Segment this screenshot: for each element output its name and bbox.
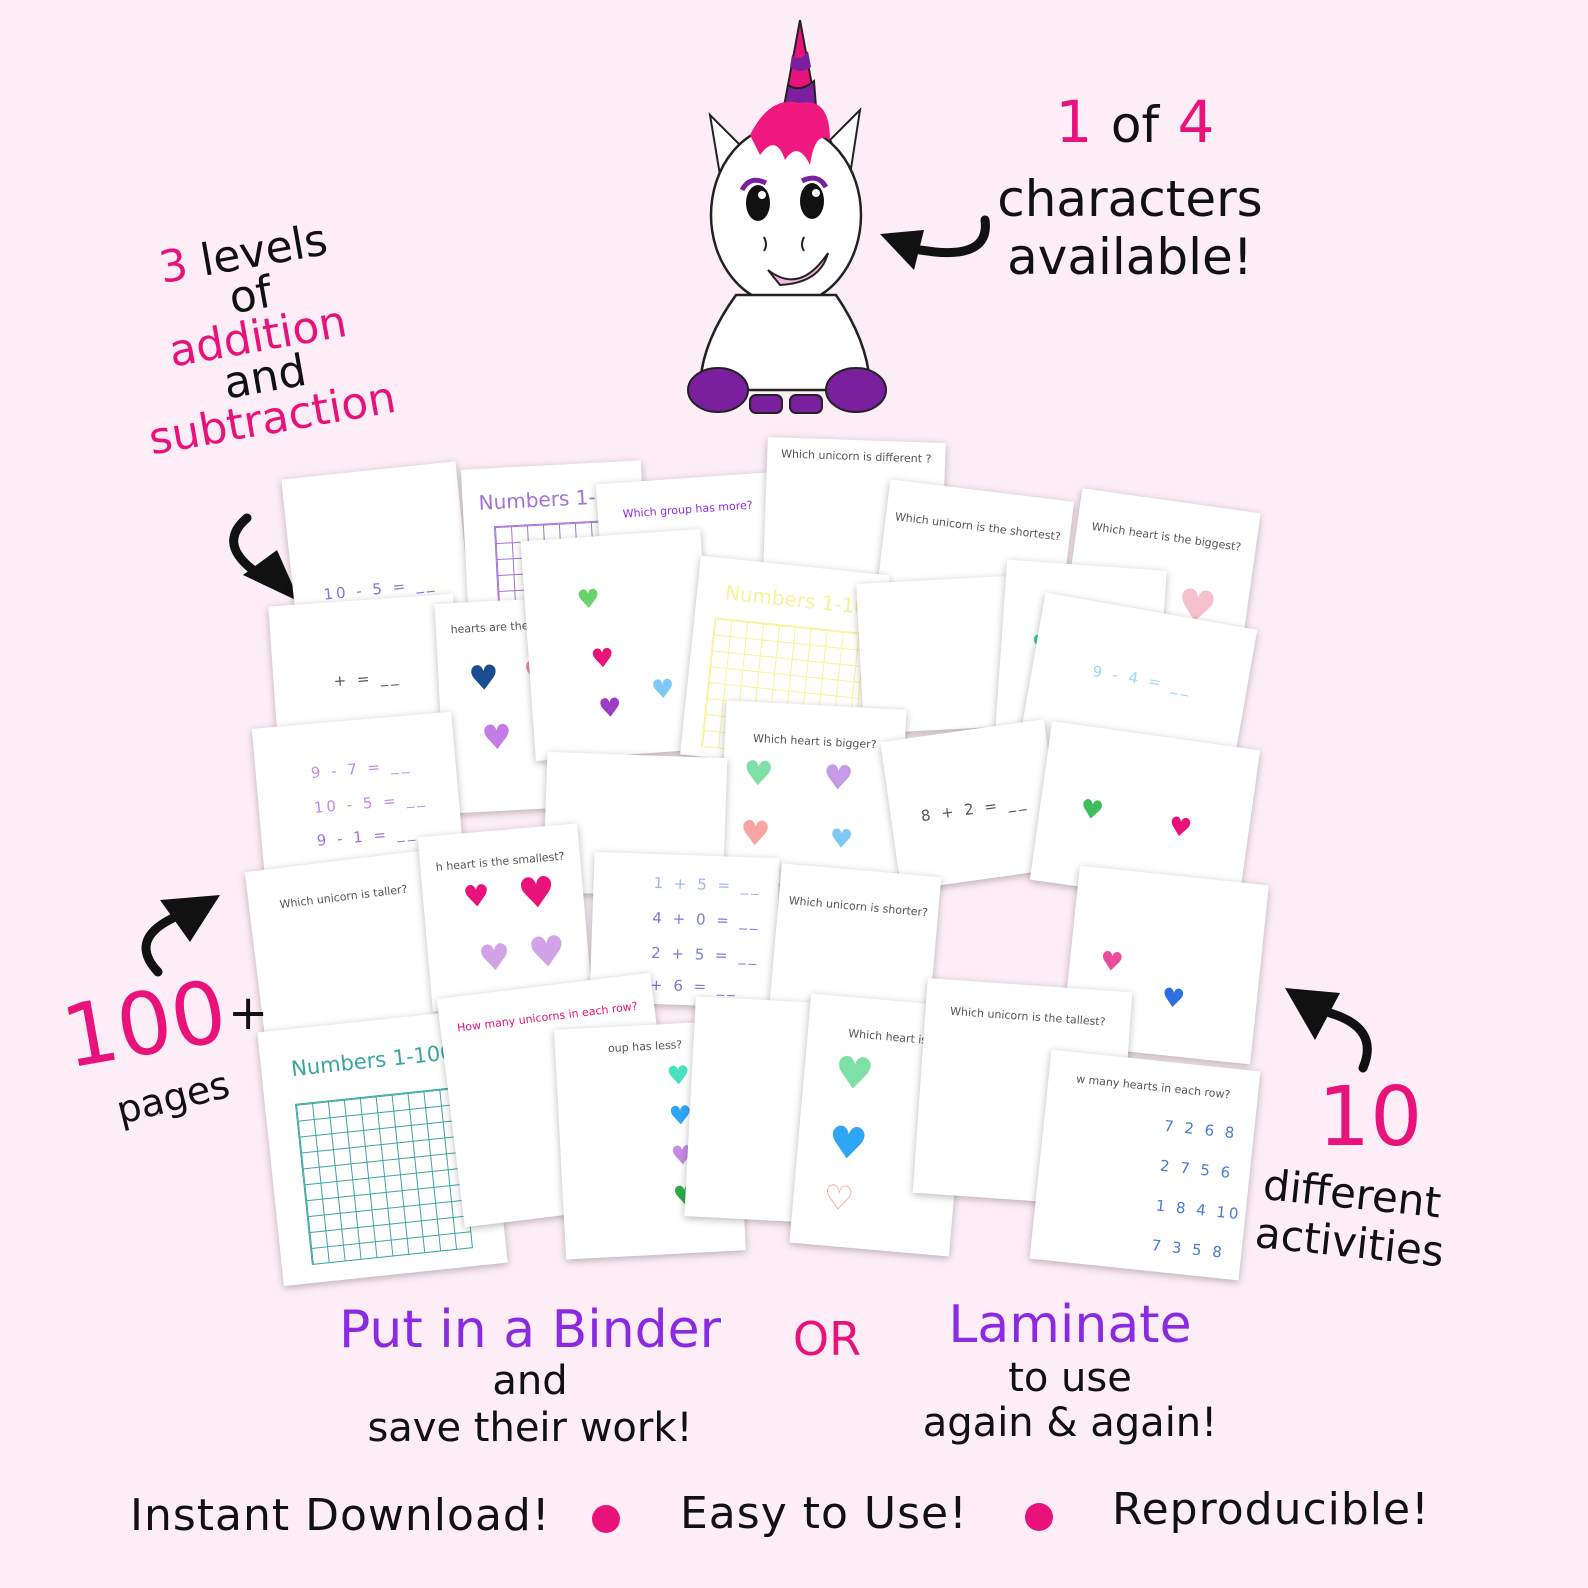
worksheet-row-values: 7 2 6 8: [1163, 1116, 1239, 1143]
curved-arrow-icon: [880, 215, 990, 270]
heart-icon: ♥: [650, 674, 676, 706]
activities-count: 10: [1318, 1070, 1423, 1165]
footer-instant-download: Instant Download!: [130, 1490, 551, 1541]
laminate-line2: again & again!: [922, 1400, 1218, 1446]
heart-icon: ♥: [476, 936, 513, 981]
curved-arrow-icon: [229, 513, 300, 602]
worksheet-title: Which unicorn is taller?: [278, 882, 409, 912]
worksheet-equation: 9 - 7 = __: [310, 755, 413, 782]
binder-title: Put in a Binder: [338, 1300, 722, 1360]
heart-icon: ♥: [589, 643, 616, 675]
unicorn-character-illustration: [687, 19, 887, 414]
characters-of: of: [1110, 96, 1160, 154]
worksheet-title: Which unicorn is the tallest?: [949, 1004, 1106, 1029]
worksheet-title: Numbers 1-100: [290, 1040, 455, 1082]
levels-callout: 3 levels of addition and subtraction: [92, 208, 424, 466]
worksheet-row-values: 7 3 5 8: [1150, 1236, 1226, 1262]
worksheet-equation: 9 - 1 = __: [316, 822, 419, 850]
worksheet-title: Which unicorn is different ?: [780, 447, 932, 466]
worksheet-title: Which heart is bigger?: [752, 731, 877, 752]
worksheet-title: Which unicorn is shorter?: [788, 894, 929, 920]
characters-count-one: 1: [1055, 88, 1093, 156]
worksheet-hearts-row: w many hearts in each row? 7 2 6 8 2 7 5…: [1029, 1049, 1261, 1281]
curved-arrow-icon: [141, 895, 220, 977]
heart-icon: ♥: [821, 757, 855, 800]
heart-icon: ♥: [1159, 982, 1187, 1016]
heart-icon: ♥: [832, 1046, 876, 1102]
characters-callout: 1 of 4: [990, 92, 1280, 153]
or-separator: OR: [792, 1312, 862, 1366]
heart-icon: ♥: [575, 584, 602, 616]
worksheet-title: Which group has more?: [622, 498, 754, 521]
levels-number: 3: [155, 238, 192, 294]
worksheet-equation: + 6 = __: [649, 975, 739, 997]
bullet-dot-icon: [1025, 1503, 1053, 1531]
heart-icon: ♥: [597, 692, 623, 725]
worksheet-equation: + = __: [333, 667, 402, 691]
heart-icon: ♥: [741, 753, 775, 795]
worksheet-equation: 2 + 5 = __: [650, 943, 760, 966]
worksheet-title: Numbers 1-: [478, 484, 597, 515]
worksheet-row-values: 1 8 4 10: [1154, 1196, 1243, 1224]
worksheet-equation: 4 + 0 = __: [652, 908, 761, 931]
binder-line2: save their work!: [367, 1405, 693, 1451]
heart-icon: ♥: [826, 1116, 870, 1171]
worksheet-title: w many hearts in each row?: [1075, 1072, 1231, 1102]
heart-icon: ♥: [515, 866, 558, 919]
heart-icon: ♥: [1078, 794, 1106, 828]
characters-count-four: 4: [1177, 88, 1215, 156]
heart-icon: ♥: [828, 824, 854, 856]
worksheet-title: Which unicorn is the shortest?: [894, 510, 1062, 544]
laminate-title: Laminate: [948, 1295, 1192, 1355]
worksheet-row-values: 2 7 5 6: [1159, 1156, 1235, 1183]
heart-icon: ♥: [480, 717, 514, 759]
curved-arrow-icon: [1285, 988, 1372, 1073]
heart-icon: ♥: [1098, 946, 1125, 979]
bullet-dot-icon: [592, 1505, 620, 1533]
pages-plus: +: [228, 985, 269, 1041]
heart-icon: ♥: [526, 925, 568, 979]
number-grid: [294, 1086, 474, 1266]
heart-icon: ♥: [665, 1060, 691, 1093]
worksheet-equation: 8 + 2 = __: [919, 792, 1030, 826]
worksheet-title: h heart is the smallest?: [435, 849, 565, 874]
heart-icon: ♥: [461, 878, 492, 916]
laminate-line1: to use: [1008, 1355, 1132, 1401]
worksheet-equation: 9 - 4 = __: [1091, 662, 1194, 698]
footer-reproducible: Reproducible!: [1112, 1484, 1430, 1535]
worksheet-equation: 1 + 5 = __: [653, 873, 763, 896]
worksheet-title: Which heart is the biggest?: [1090, 520, 1242, 554]
worksheet-equation: 10 - 5 = __: [313, 789, 428, 817]
characters-line2: available!: [1007, 228, 1253, 286]
heart-icon: ♥: [1166, 811, 1194, 845]
characters-line1: characters: [997, 170, 1263, 228]
heart-icon: ♥: [738, 813, 772, 855]
heart-icon: ♡: [821, 1177, 856, 1220]
binder-line1: and: [492, 1358, 568, 1404]
footer-easy-to-use: Easy to Use!: [680, 1488, 968, 1539]
heart-icon: ♥: [467, 657, 501, 700]
